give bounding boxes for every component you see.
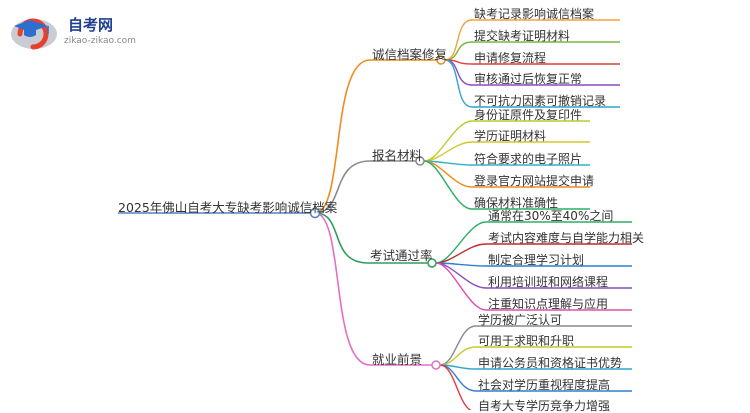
leaf-label: 考试内容难度与自学能力相关 — [488, 231, 645, 245]
leaf-label: 申请修复流程 — [474, 51, 547, 65]
branch-connector — [314, 212, 369, 264]
branch-connector — [314, 160, 371, 214]
logo-title: 自考网 — [68, 16, 114, 34]
leaf-label: 身份证原件及复印件 — [474, 108, 583, 122]
leaf-connector — [423, 160, 473, 210]
branch-label-application-materials: 报名材料 — [372, 148, 423, 163]
branch-label-pass-rate: 考试通过率 — [370, 248, 433, 263]
logo-url: zikao-zikao.com — [64, 36, 136, 46]
leaf-label: 登录官方网站提交申请 — [474, 174, 595, 188]
root-node-label: 2025年佛山自考大专缺考影响诚信档案 — [118, 200, 338, 215]
leaf-label: 可用于求职和升职 — [478, 334, 575, 348]
leaf-connector — [423, 120, 473, 162]
leaf-connector — [444, 19, 473, 61]
branch-label-credit-repair: 诚信档案修复 — [372, 47, 448, 62]
branch-node-circle — [427, 258, 437, 268]
leaf-label: 社会对学历重视程度提高 — [478, 378, 611, 392]
branch-node-circle — [415, 156, 425, 166]
leaf-label: 不可抗力因素可撤销记录 — [474, 94, 607, 108]
leaf-label: 注重知识点理解与应用 — [488, 297, 609, 311]
graduation-cap-icon — [11, 18, 57, 50]
leaf-label: 学历被广泛认可 — [478, 313, 563, 327]
leaf-connector — [439, 346, 477, 366]
leaf-label: 申请公务员和资格证书优势 — [478, 356, 623, 370]
branch-node-circle — [436, 55, 446, 65]
site-logo[interactable]: 自考网 zikao-zikao.com — [8, 12, 158, 52]
leaf-connector — [435, 262, 487, 311]
leaf-connector — [444, 59, 473, 108]
leaf-label: 学历证明材料 — [474, 129, 547, 143]
branch-label-job-prospects: 就业前景 — [372, 352, 423, 367]
leaf-connector — [444, 41, 473, 61]
leaf-label: 审核通过后恢复正常 — [474, 72, 583, 86]
branch-connector — [314, 59, 371, 214]
leaf-label: 缺考记录影响诚信档案 — [474, 7, 595, 21]
leaf-connector — [439, 364, 472, 410]
leaf-label: 制定合理学习计划 — [488, 253, 585, 267]
leaf-connector — [435, 221, 487, 264]
branch-connector — [314, 212, 371, 366]
root-node-circle — [309, 207, 321, 219]
leaf-label: 符合要求的电子照片 — [474, 152, 583, 166]
branch-node-circle — [431, 360, 441, 370]
leaf-connector — [439, 325, 477, 366]
leaf-label: 利用培训班和网络课程 — [488, 275, 609, 289]
leaf-label: 自考大专学历竞争力增强 — [478, 399, 611, 413]
leaf-label: 提交缺考证明材料 — [474, 29, 571, 43]
leaf-label: 确保材料准确性 — [474, 196, 559, 210]
leaf-label: 通常在30%至40%之间 — [488, 209, 614, 223]
